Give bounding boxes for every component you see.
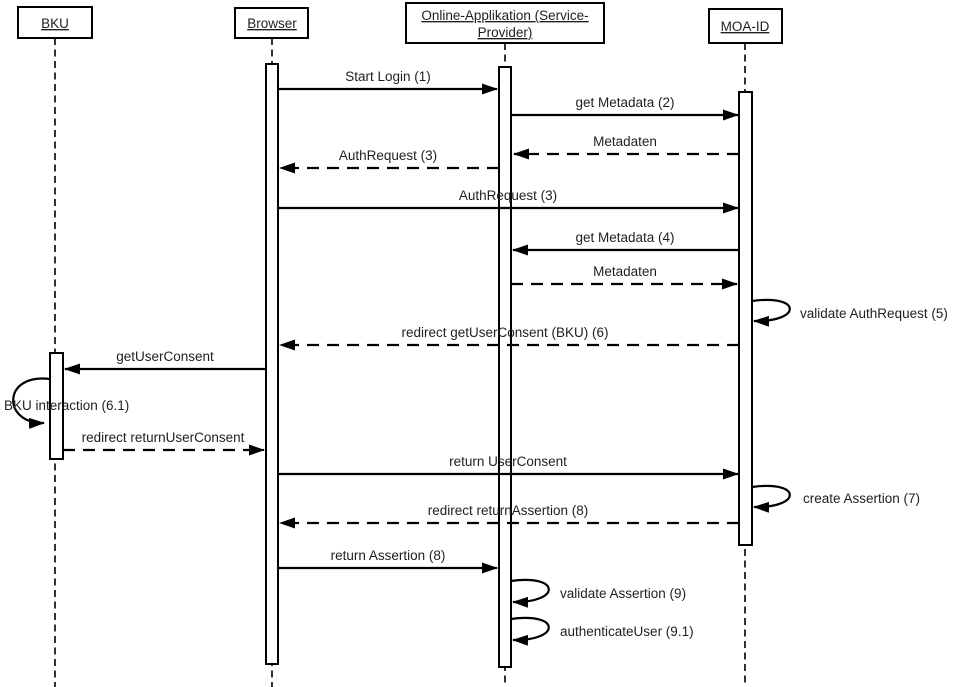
message-label-get-metadata-4: get Metadata (4) bbox=[575, 230, 674, 245]
message-metadaten-reply-2: Metadaten bbox=[513, 134, 739, 160]
message-label-validate-assertion: validate Assertion (9) bbox=[560, 586, 686, 601]
actor-browser: Browser bbox=[234, 7, 309, 39]
message-label-metadaten-reply-2: Metadaten bbox=[593, 134, 657, 149]
message-label-get-metadata-2: get Metadata (2) bbox=[575, 95, 674, 110]
message-label-getuserconsent: getUserConsent bbox=[116, 349, 214, 364]
self-message-bku-interaction: BKU interaction (6.1) bbox=[4, 377, 129, 429]
activation-bar-browser bbox=[265, 63, 279, 665]
message-label-start-login: Start Login (1) bbox=[345, 69, 431, 84]
actor-box-bku bbox=[17, 6, 93, 39]
self-message-validate-authrequest: validate AuthRequest (5) bbox=[751, 298, 948, 327]
message-label-redirect-returnassertion: redirect returnAssertion (8) bbox=[428, 503, 589, 518]
activation-bar-moa-id bbox=[738, 91, 753, 546]
message-label-return-userconsent: return UserConsent bbox=[449, 454, 567, 469]
message-return-userconsent: return UserConsent bbox=[278, 454, 739, 480]
self-message-authenticateuser: authenticateUser (9.1) bbox=[510, 616, 694, 646]
message-label-authrequest-reply: AuthRequest (3) bbox=[339, 148, 437, 163]
self-message-create-assertion: create Assertion (7) bbox=[751, 484, 920, 513]
self-message-validate-assertion: validate Assertion (9) bbox=[510, 578, 686, 608]
actor-bku: BKU bbox=[17, 6, 93, 39]
actor-box-browser bbox=[234, 7, 309, 39]
message-start-login: Start Login (1) bbox=[278, 69, 498, 95]
actor-label-bku: BKU bbox=[41, 16, 69, 31]
message-redirect-returnassertion: redirect returnAssertion (8) bbox=[279, 503, 739, 529]
actor-box-online-app bbox=[405, 2, 605, 44]
message-return-assertion: return Assertion (8) bbox=[278, 548, 498, 574]
activation-bar-bku bbox=[49, 352, 64, 460]
message-label-bku-interaction: BKU interaction (6.1) bbox=[4, 398, 129, 413]
actor-label-moa-id: MOA-ID bbox=[721, 19, 770, 34]
self-loop-bku-interaction bbox=[12, 377, 51, 429]
message-get-metadata-4: get Metadata (4) bbox=[512, 230, 739, 256]
message-authrequest-forward: AuthRequest (3) bbox=[278, 188, 739, 214]
activation-bar-online-app bbox=[498, 66, 512, 668]
message-metadaten-reply-4: Metadaten bbox=[511, 264, 738, 290]
message-label-authrequest-forward: AuthRequest (3) bbox=[459, 188, 557, 203]
message-label-metadaten-reply-4: Metadaten bbox=[593, 264, 657, 279]
message-label-redirect-returnuserconsent: redirect returnUserConsent bbox=[82, 430, 245, 445]
actor-label-online-app-line2: Provider) bbox=[478, 25, 533, 40]
message-label-redirect-getuserconsent: redirect getUserConsent (BKU) (6) bbox=[401, 325, 608, 340]
message-label-authenticateuser: authenticateUser (9.1) bbox=[560, 624, 694, 639]
self-loop-validate-authrequest bbox=[751, 298, 791, 327]
message-label-create-assertion: create Assertion (7) bbox=[803, 491, 920, 506]
message-redirect-returnuserconsent: redirect returnUserConsent bbox=[63, 430, 265, 456]
message-label-return-assertion: return Assertion (8) bbox=[331, 548, 446, 563]
actor-box-moa-id bbox=[708, 8, 783, 44]
message-label-validate-authrequest: validate AuthRequest (5) bbox=[800, 306, 948, 321]
message-redirect-getuserconsent: redirect getUserConsent (BKU) (6) bbox=[279, 325, 739, 351]
self-loop-create-assertion bbox=[751, 484, 791, 513]
self-loop-validate-assertion bbox=[510, 578, 550, 608]
actor-moa-id: MOA-ID bbox=[708, 8, 783, 44]
actor-online-app: Online-Applikation (Service- Provider) bbox=[405, 2, 605, 44]
self-loop-authenticateuser bbox=[510, 616, 550, 646]
actor-label-browser: Browser bbox=[247, 16, 297, 31]
message-authrequest-reply: AuthRequest (3) bbox=[279, 148, 499, 174]
message-getuserconsent: getUserConsent bbox=[64, 349, 266, 375]
message-get-metadata-2: get Metadata (2) bbox=[511, 95, 739, 121]
actor-label-online-app-line1: Online-Applikation (Service- bbox=[421, 8, 588, 23]
